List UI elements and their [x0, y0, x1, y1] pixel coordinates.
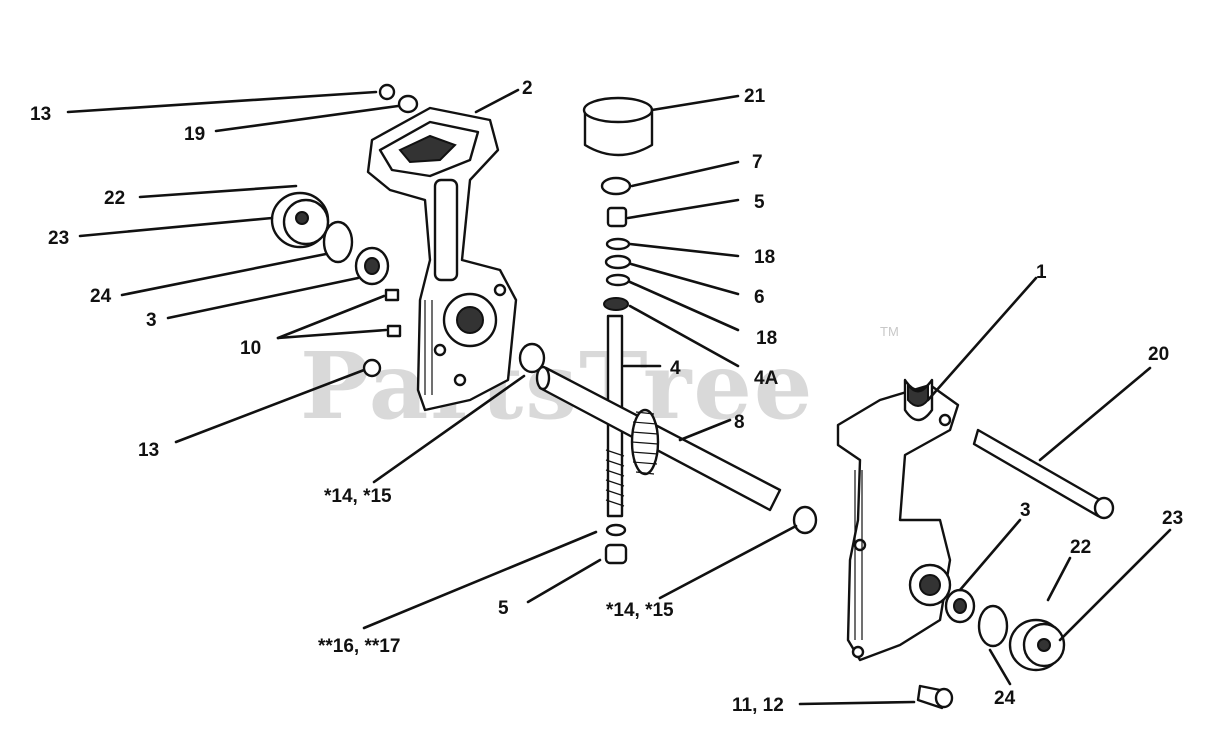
washer-18b: [605, 273, 631, 287]
callout-19: 19: [184, 124, 205, 145]
center-worm-shaft: [535, 96, 818, 565]
washer-14-left: [518, 342, 546, 374]
washer-4a: [603, 297, 629, 311]
callout-14-15-left: *14, *15: [324, 486, 392, 507]
callout-7: 7: [752, 152, 763, 173]
callout-8: 8: [734, 412, 745, 433]
callout-24-left: 24: [90, 286, 112, 307]
callout-24-right: 24: [994, 688, 1016, 709]
callout-4: 4: [670, 358, 681, 379]
left-gear-housing: [366, 106, 518, 412]
callout-22-left: 22: [104, 188, 125, 209]
callout-18-bottom: 18: [756, 328, 777, 349]
callout-18-top: 18: [754, 247, 775, 268]
callout-16-17: **16, **17: [318, 636, 400, 657]
washer-18a: [605, 237, 631, 251]
callout-10: 10: [240, 338, 261, 359]
callout-2: 2: [522, 78, 533, 99]
right-small-parts: [916, 428, 1115, 710]
right-gear-housing: [836, 378, 960, 662]
key-10b: [386, 324, 402, 338]
callout-13-top: 13: [30, 104, 51, 125]
watermark-trademark: TM: [880, 324, 899, 339]
nut-13-top: [378, 83, 396, 101]
callout-labels: 13 19 2 22 23 24 3 10 13 *14, *15 21 7 5…: [30, 78, 1183, 716]
callout-11-12: 11, 12: [732, 695, 784, 716]
bolt-20: [972, 428, 1108, 518]
callout-1: 1: [1036, 262, 1047, 283]
washer-19: [397, 94, 419, 114]
callout-23-right: 23: [1162, 508, 1183, 529]
callout-3-right: 3: [1020, 500, 1031, 521]
bushing-5-top: [606, 206, 628, 228]
callout-23-left: 23: [48, 228, 69, 249]
callout-14-15-right: *14, *15: [606, 600, 674, 621]
nut-13-bottom: [362, 358, 382, 378]
washer-6: [604, 254, 632, 270]
callout-22-right: 22: [1070, 537, 1091, 558]
callout-5-top: 5: [754, 192, 765, 213]
left-small-parts: [270, 83, 546, 378]
washer-24-left: [322, 220, 354, 264]
washer-24-right: [977, 604, 1009, 648]
callout-21: 21: [744, 86, 766, 107]
callout-6: 6: [754, 287, 765, 308]
callout-5-bottom: 5: [498, 598, 509, 619]
callout-13-bottom: 13: [138, 440, 159, 461]
callout-3-left: 3: [146, 310, 157, 331]
key-10a: [384, 288, 400, 302]
bearing-7: [600, 176, 632, 196]
callout-20: 20: [1148, 344, 1169, 365]
leader-lines: [66, 88, 1172, 706]
bushing-5-bottom: [604, 543, 628, 565]
callout-4a: 4A: [754, 368, 779, 389]
washer-14-right: [792, 505, 818, 535]
